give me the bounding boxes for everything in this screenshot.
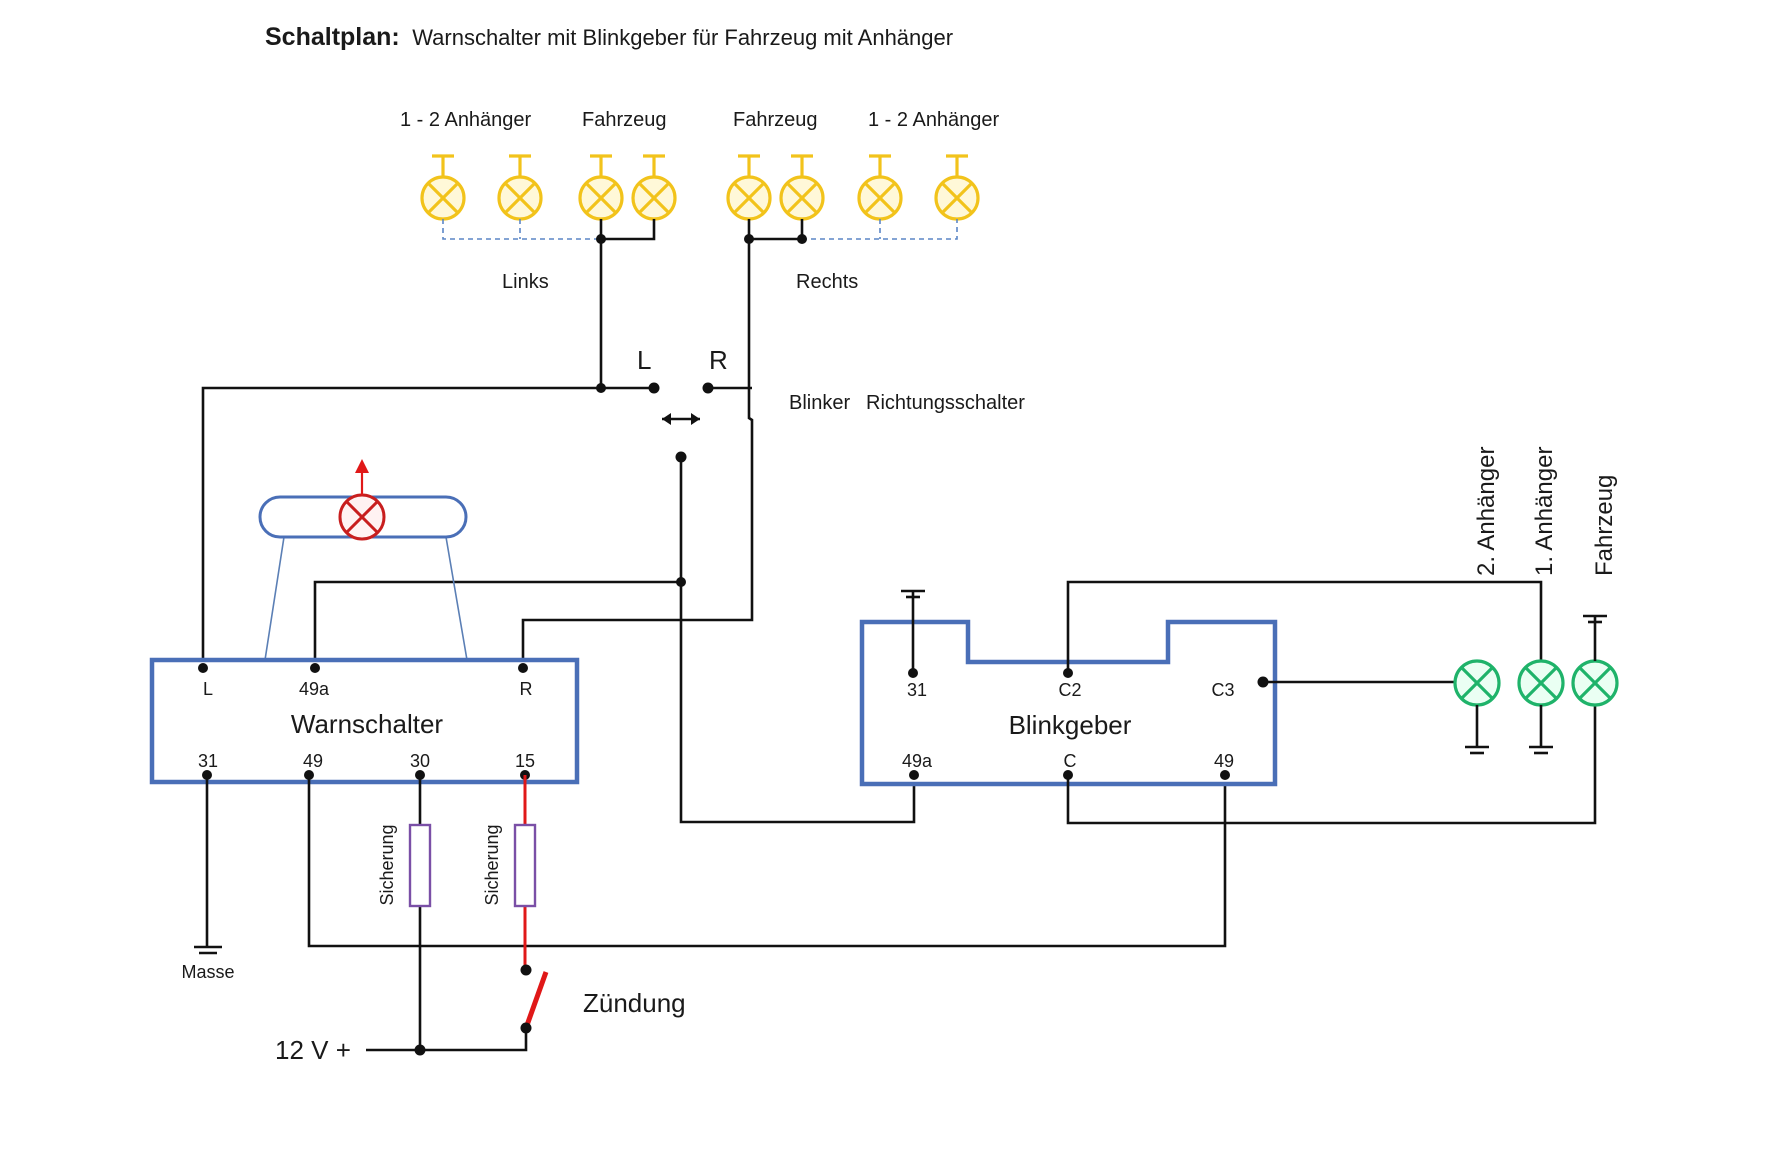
warn-pin-31: 31 (198, 751, 218, 771)
label-right-trailer-lamps: 1 - 2 Anhänger (868, 109, 1000, 131)
lamp-left-trailer-1 (420, 154, 466, 221)
warnschalter-box (149, 657, 580, 785)
warn-pin-r: R (520, 679, 533, 699)
lamp-left-vehicle-1 (578, 154, 624, 221)
diagram-title: Schaltplan: Warnschalter mit Blinkgeber … (265, 23, 953, 51)
lamp-left-trailer-2 (497, 154, 543, 221)
blinkgeber-name: Blinkgeber (1009, 710, 1132, 740)
blink-pin-c3: C3 (1211, 680, 1234, 700)
left-vehicle-bus (599, 219, 656, 241)
control-lamp-trailer-1 (1517, 659, 1565, 707)
wire-warn-49a-to-switch (313, 580, 681, 668)
warnschalter-name: Warnschalter (291, 709, 444, 739)
wire-c-to-vehicle (1066, 704, 1597, 825)
blink-pin-c: C (1064, 751, 1077, 771)
label-supply: 12 V + (275, 1035, 351, 1065)
warn-terminal-49a (310, 663, 320, 673)
label-fuse-30: Sicherung (377, 824, 397, 905)
junction-right-bus-2 (797, 234, 807, 244)
right-trailer-bus (802, 219, 958, 240)
wire-supply (366, 1028, 528, 1052)
blink-terminal-49 (1220, 770, 1230, 780)
switch-toggle-arrow-icon (662, 413, 700, 425)
label-left-trailer-lamps: 1 - 2 Anhänger (400, 109, 532, 131)
warning-indicator-lamp (338, 493, 386, 541)
wire-rechts-to-warn-r (521, 239, 754, 668)
control-lamp-ground-wires (1475, 617, 1597, 746)
indicator-supports (264, 536, 468, 661)
fuse-15 (513, 823, 537, 908)
switch-contact-l (648, 382, 660, 394)
blink-pin-31: 31 (907, 680, 927, 700)
warn-pin-30: 30 (410, 751, 430, 771)
warn-pin-49a: 49a (299, 679, 330, 699)
warn-pin-49: 49 (303, 751, 323, 771)
control-lamp-vehicle (1571, 659, 1619, 707)
left-trailer-bus (442, 219, 601, 240)
warn-pin-l: L (203, 679, 213, 699)
blinkgeber-box (859, 619, 1278, 787)
fuse-30 (408, 823, 432, 908)
blink-pin-c2: C2 (1058, 680, 1081, 700)
label-left-vehicle-lamps: Fahrzeug (582, 109, 667, 131)
control-lamp-trailer-2 (1453, 659, 1501, 707)
switch-pos-r: R (709, 345, 728, 375)
ignition-contact-top (520, 964, 532, 976)
warn-pin-15: 15 (515, 751, 535, 771)
switch-pos-l: L (637, 345, 651, 375)
ground-symbol-icon (194, 945, 222, 955)
junction-supply (414, 1044, 426, 1056)
label-fuse-15: Sicherung (482, 824, 502, 905)
label-control-trailer-1: 1. Anhänger (1531, 447, 1558, 576)
label-links: Links (502, 271, 549, 293)
label-richtungsschalter: Richtungsschalter (866, 392, 1025, 414)
label-control-trailer-2: 2. Anhänger (1473, 447, 1500, 576)
top-lamps (420, 154, 980, 221)
label-control-vehicle: Fahrzeug (1591, 475, 1618, 576)
ground-symbol-control-lamps-icon (1465, 614, 1607, 755)
label-blinker: Blinker (789, 392, 850, 414)
warn-terminal-r (518, 663, 528, 673)
wire-c2-to-trailer-1 (1066, 580, 1543, 673)
blink-terminal-49a (909, 770, 919, 780)
label-masse: Masse (181, 962, 234, 982)
blink-pin-49a: 49a (902, 751, 933, 771)
ground-symbol-blink-icon (901, 589, 925, 599)
blink-terminal-31 (908, 668, 918, 678)
lamp-left-vehicle-2 (631, 154, 677, 221)
indicator-arrow-icon (355, 459, 369, 495)
wire-warn-49-to-blink-49 (307, 775, 1227, 948)
warn-terminal-l (198, 663, 208, 673)
wire-switch-to-blink-49a (679, 457, 916, 824)
blink-pin-49: 49 (1214, 751, 1234, 771)
lamp-right-vehicle-1 (726, 154, 772, 221)
right-vehicle-bus (747, 219, 804, 241)
label-rechts: Rechts (796, 271, 858, 293)
ignition-switch-lever (523, 971, 549, 1029)
label-right-vehicle-lamps: Fahrzeug (733, 109, 818, 131)
title-rest: Warnschalter mit Blinkgeber für Fahrzeug… (412, 25, 953, 50)
wire-warn-l-to-switch-l (201, 386, 654, 668)
title-bold: Schaltplan: (265, 23, 400, 51)
lamp-right-trailer-1 (857, 154, 903, 221)
lamp-right-vehicle-2 (779, 154, 825, 221)
lamp-right-trailer-2 (934, 154, 980, 221)
label-zuendung: Zündung (583, 988, 686, 1018)
junction-49a (676, 577, 686, 587)
junction-links (596, 383, 606, 393)
